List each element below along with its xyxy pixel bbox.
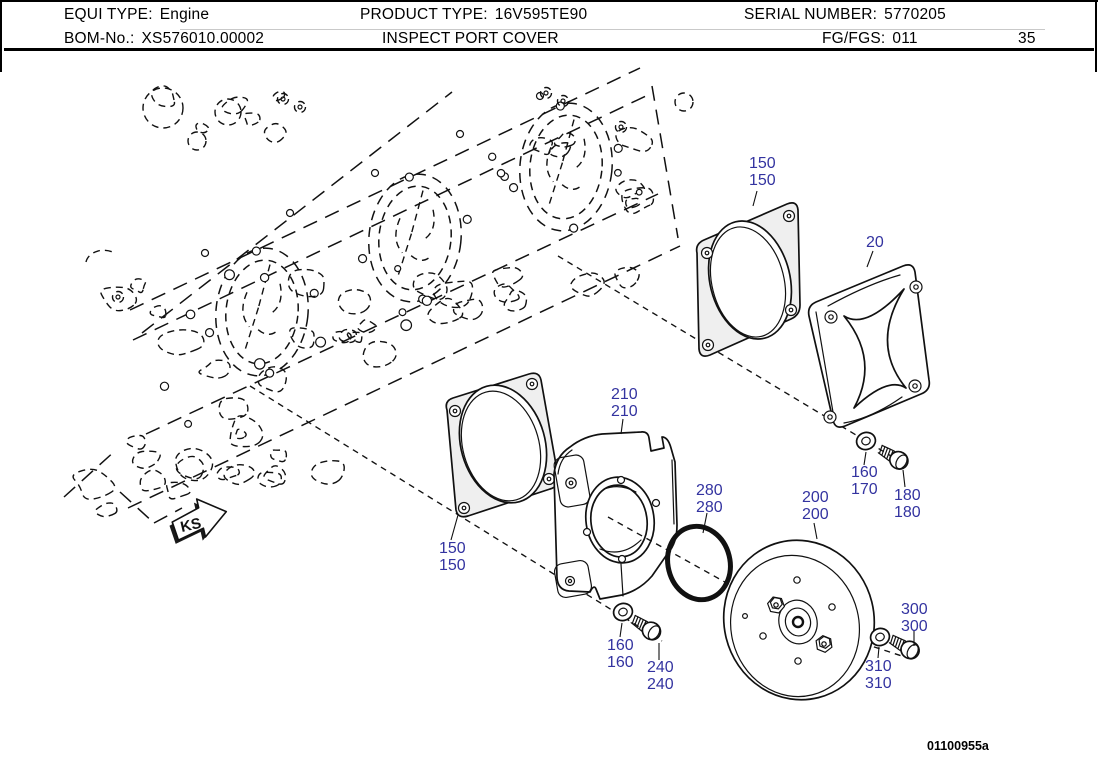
serial-number-value: 5770205 xyxy=(884,6,946,23)
leader-axis-mid xyxy=(249,385,663,642)
part-gasket-150-top xyxy=(695,202,801,357)
part-gasket-150-mid xyxy=(445,372,560,518)
bom-number-field: BOM-No.: XS576010.00002 xyxy=(64,30,264,48)
drawing-code: 01100955a xyxy=(927,739,989,753)
equi-type-field: EQUI TYPE: Engine xyxy=(64,6,209,24)
equi-type-value: Engine xyxy=(159,6,210,23)
bom-number-value: XS576010.00002 xyxy=(141,30,265,47)
product-type-value: 16V595TE90 xyxy=(494,6,588,23)
header-row-divider xyxy=(180,29,1045,30)
top-border xyxy=(0,0,1098,2)
part-disc-200 xyxy=(722,539,876,701)
left-border xyxy=(0,0,2,72)
ks-label: KS xyxy=(179,515,203,536)
part-cover-20 xyxy=(807,264,931,428)
equi-type-label: EQUI TYPE: xyxy=(64,6,153,23)
header-separator xyxy=(4,48,1094,51)
serial-number-label: SERIAL NUMBER: xyxy=(744,6,878,23)
sheet-title: INSPECT PORT COVER xyxy=(382,30,559,47)
part-cover-210 xyxy=(553,431,678,600)
right-border xyxy=(1095,0,1097,72)
product-type-field: PRODUCT TYPE: 16V595TE90 xyxy=(360,6,587,24)
engine-block-sketch xyxy=(63,67,694,524)
part-washer-160-170 xyxy=(853,429,879,453)
part-washer-160-mid xyxy=(610,600,636,624)
bom-number-label: BOM-No.: xyxy=(64,30,135,47)
part-callout-cover-outer[interactable]: 20 xyxy=(866,234,884,251)
fg-fgs-label: FG/FGS: xyxy=(822,30,886,47)
fg-fgs-value: 011 xyxy=(892,30,918,47)
callout-leader-lines xyxy=(450,190,915,660)
page-number: 35 xyxy=(1018,30,1036,47)
fg-fgs-field: FG/FGS: 011 xyxy=(822,30,918,48)
part-bolt-180 xyxy=(874,440,913,474)
ks-direction-arrow: KS xyxy=(169,498,228,544)
part-o-ring-280 xyxy=(665,523,733,603)
serial-number-field: SERIAL NUMBER: 5770205 xyxy=(744,6,946,24)
part-bolt-300 xyxy=(885,630,924,663)
product-type-label: PRODUCT TYPE: xyxy=(360,6,488,23)
